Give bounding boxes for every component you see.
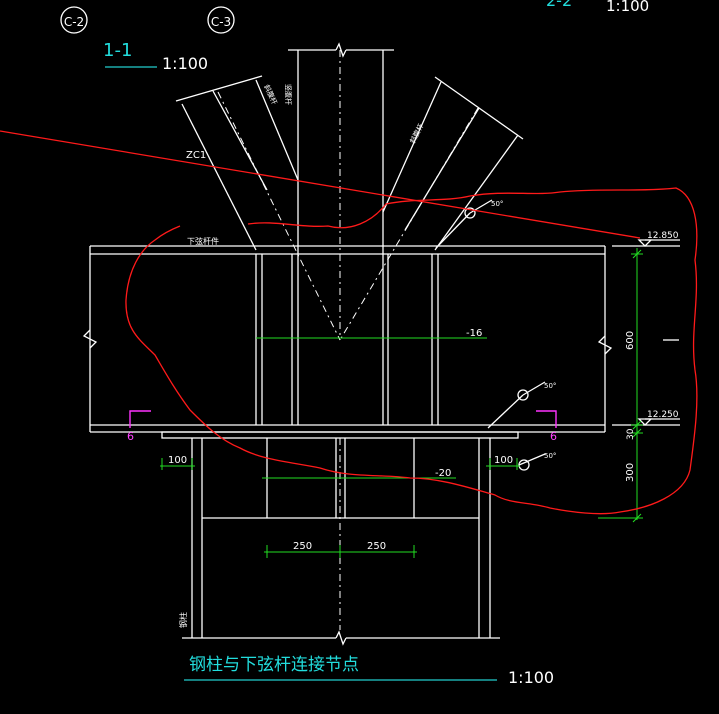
weld-symbol-3-label: 50° <box>544 452 556 460</box>
section-mark-right: 6 <box>536 410 557 443</box>
dim-edge-left: 100 <box>168 455 187 466</box>
section-view-title: 1-1 1:100 <box>103 40 208 73</box>
weld-symbol-1-label: 50° <box>491 200 503 208</box>
other-view-scale: 1:100 <box>606 0 649 15</box>
dimension-edge-left: 100 <box>160 455 195 470</box>
section-mark-left-label: 6 <box>127 430 134 443</box>
plate-thickness-upper: -16 <box>466 328 482 339</box>
weld-symbol-1: 50° <box>435 199 503 249</box>
brace-label: ZC1 <box>186 150 206 161</box>
review-markup <box>0 130 698 515</box>
dim-half-right: 250 <box>367 541 386 552</box>
grid-bubble-c3: C-3 <box>207 6 235 34</box>
drawing-title: 钢柱与下弦杆连接节点 <box>189 655 359 675</box>
grid-bubble-c2-label: C-2 <box>64 15 84 29</box>
other-view-title: 2-2 1:100 <box>546 0 649 15</box>
weld-symbol-3: 50° <box>518 452 556 471</box>
grid-bubble-c3-label: C-3 <box>211 15 231 29</box>
dim-depth-lower: 300 <box>625 463 636 482</box>
elevation-top: 12.850 <box>612 231 680 247</box>
section-mark-left: 6 <box>127 410 151 443</box>
diagonal-right <box>339 76 524 341</box>
column-lower <box>182 438 500 646</box>
bottom-chord <box>82 245 613 433</box>
dim-half-left: 250 <box>293 541 312 552</box>
diagonal-right-label: 斜腹杆 <box>408 122 426 145</box>
bottom-chord-label: 下弦杆件 <box>187 236 219 246</box>
drawing-title-block: 钢柱与下弦杆连接节点 1:100 <box>184 655 554 687</box>
dim-gap: 30 <box>626 428 636 440</box>
plate-thickness-lower: -20 <box>435 468 451 479</box>
column-upper <box>288 42 394 425</box>
weld-symbol-2-label: 50° <box>544 382 556 390</box>
other-view-label: 2-2 <box>546 0 572 10</box>
dimension-vertical: 600 30 300 <box>598 248 679 523</box>
weld-symbol-2: 50° <box>487 381 556 429</box>
diagonal-left-label-b: 竖腹杆 <box>284 84 293 105</box>
dimension-bottom: 250 250 <box>264 541 417 558</box>
elevation-bottom: 12.250 <box>612 410 680 426</box>
gusset-plate-lower: -20 <box>262 468 456 479</box>
dimension-edge-right: 100 <box>486 455 520 470</box>
section-view-scale: 1:100 <box>162 54 208 73</box>
grid-bubble-c2: C-2 <box>60 6 88 34</box>
column-label: 钢柱 <box>178 612 188 628</box>
section-mark-right-label: 6 <box>550 430 557 443</box>
gusset-plate-upper: -16 <box>256 328 487 339</box>
dim-edge-right: 100 <box>494 455 513 466</box>
elevation-bottom-value: 12.250 <box>647 410 679 420</box>
diagonal-left <box>175 75 341 341</box>
dim-depth-upper: 600 <box>625 331 636 350</box>
drawing-scale: 1:100 <box>508 668 554 687</box>
section-view-label: 1-1 <box>103 40 132 61</box>
elevation-top-value: 12.850 <box>647 231 679 241</box>
